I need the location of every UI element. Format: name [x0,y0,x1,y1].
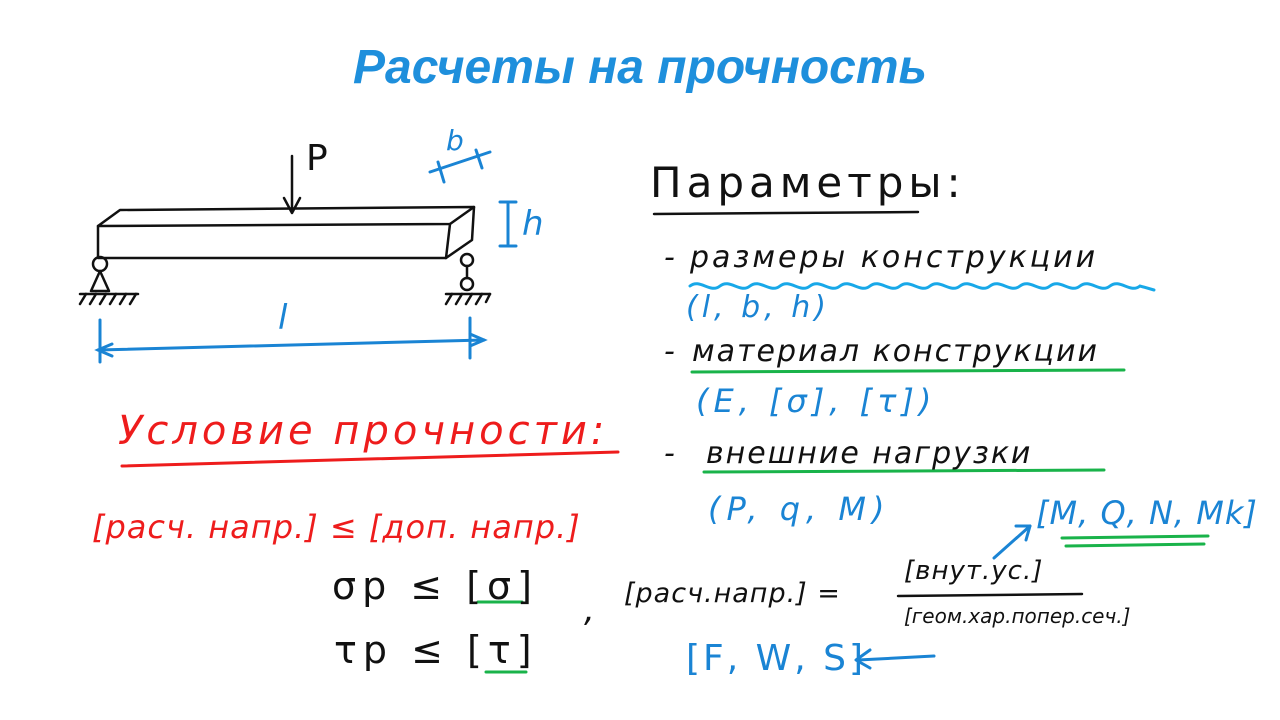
dash-2: - [664,334,677,369]
geometric-values: [F, W, S] [686,638,867,679]
strength-heading: Условие прочности: [118,408,609,454]
length-label: l [278,298,290,338]
dash-3: - [664,436,677,471]
sigma-condition: σp ≤ [σ] [332,564,538,608]
strength-main-inequality: [расч. напр.] ≤ [доп. напр.] [92,508,581,546]
height-label: h [522,204,546,244]
load-label: P [306,138,330,179]
beam-drawing [78,154,492,306]
dash-1: - [664,240,677,275]
strength-heading-underline [120,450,620,468]
parameter-loads-values: (P, q, M) [708,490,891,528]
beam-dimensions [94,148,518,364]
parameter-material-values: (E, [σ], [τ]) [696,382,937,420]
width-label: b [446,124,466,157]
parameter-underlines [476,210,1210,674]
fraction-lhs: [расч.напр.] = [624,578,841,609]
fraction-denominator: [геом.хар.попер.сеч.] [904,604,1131,628]
parameter-dimensions: размеры конструкции [690,240,1099,275]
parameter-dimensions-values: (l, b, h) [686,290,830,325]
tau-condition: τp ≤ [τ] [334,628,538,672]
parameter-loads: внешние нагрузки [706,436,1033,471]
parameter-material: материал конструкции [692,334,1099,369]
slide-title: Расчеты на прочность [352,41,928,94]
pointer-arrows [854,524,1032,670]
condition-separator: , [584,590,597,630]
parameters-heading: Параметры: [650,158,966,207]
internal-forces-list: [M, Q, N, Mk] [1036,494,1258,532]
fraction-numerator: [внут.ус.] [904,556,1044,586]
